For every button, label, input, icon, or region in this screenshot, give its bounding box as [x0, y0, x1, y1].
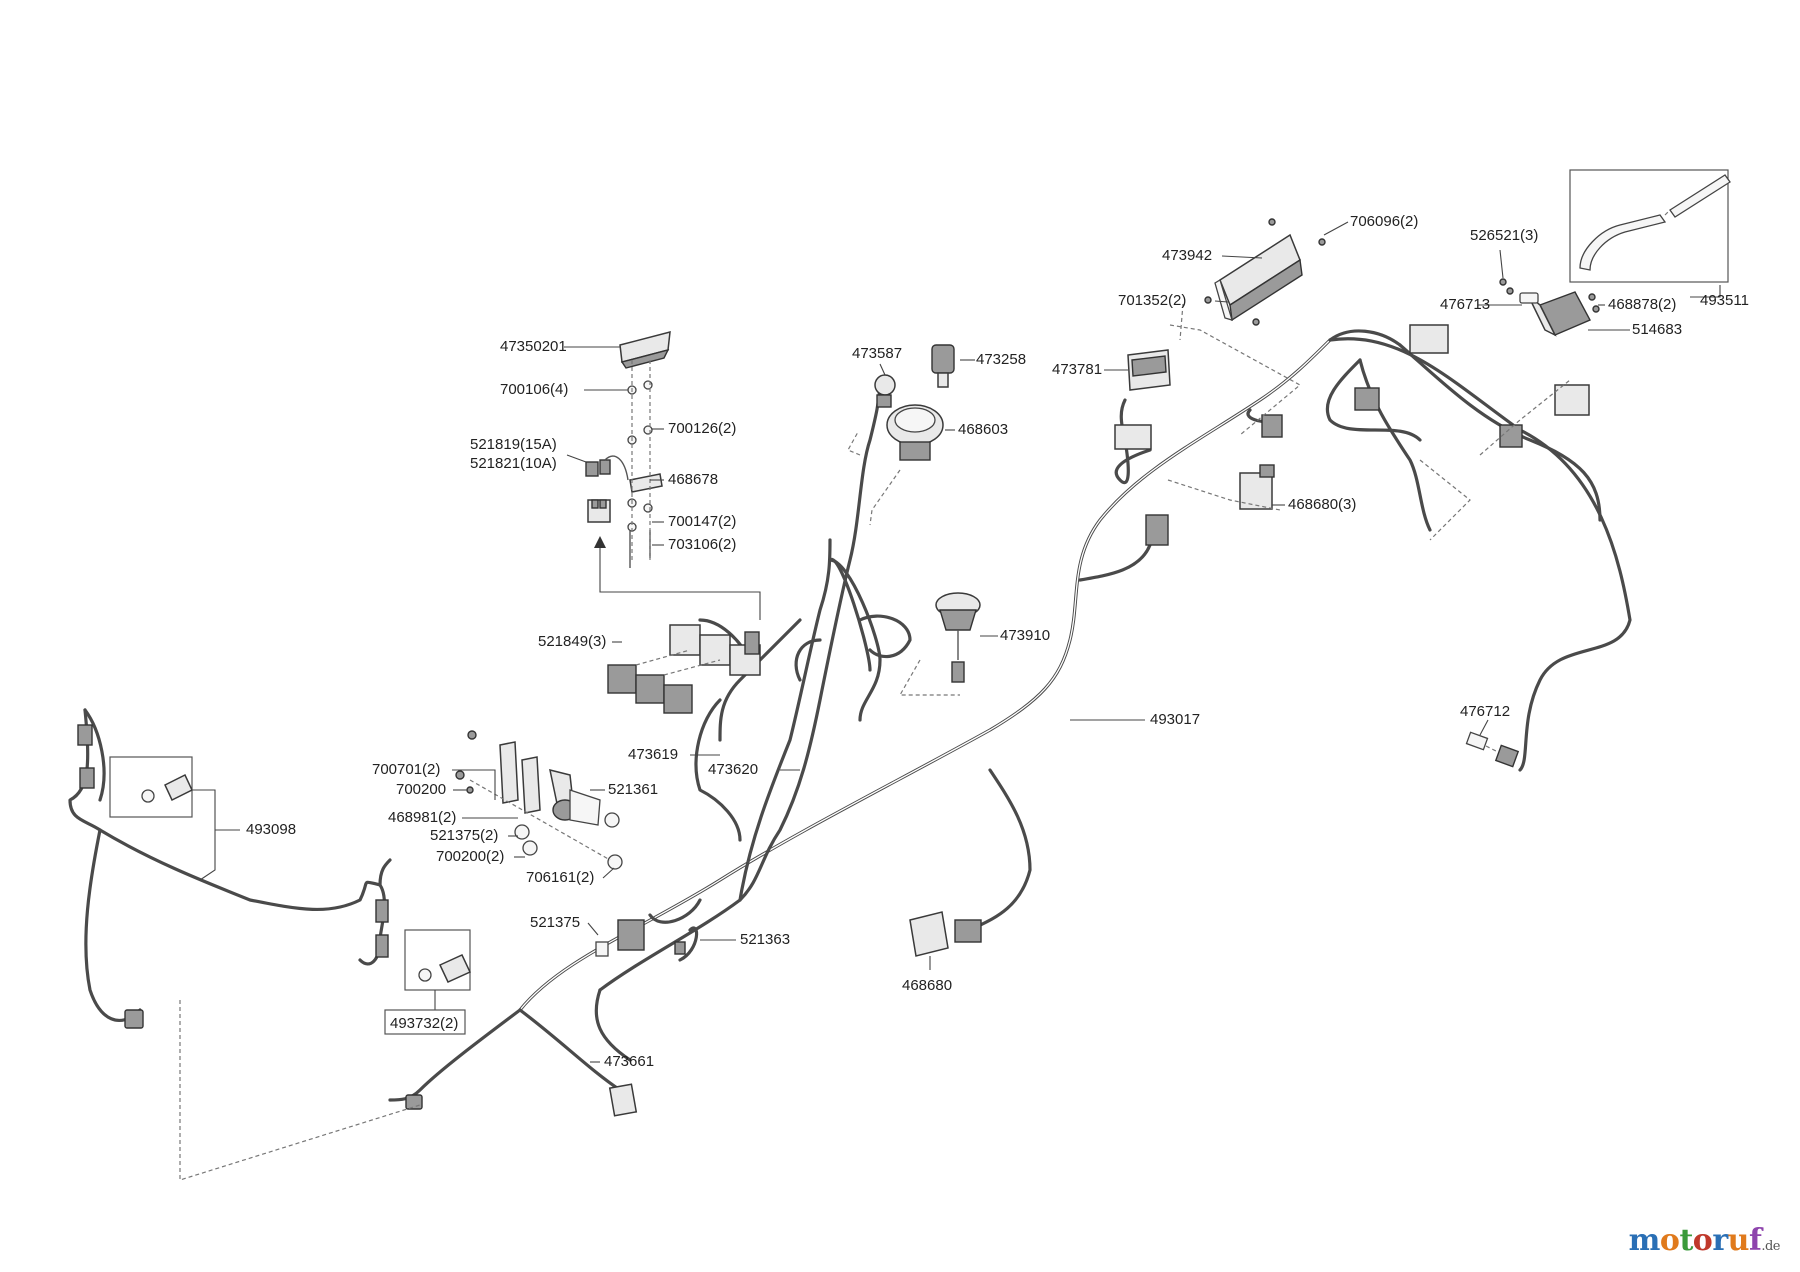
label-473620: 473620	[708, 761, 758, 778]
main-harness	[518, 329, 1632, 1012]
watermark-text: motoruf	[1629, 1223, 1762, 1258]
watermark-logo: motoruf.de	[1629, 1223, 1781, 1258]
part-labels: 706096(2) 473942 701352(2) 526521(3) 476…	[246, 213, 1749, 1070]
label-706096: 706096(2)	[1350, 213, 1418, 230]
label-473661: 473661	[604, 1053, 654, 1070]
label-521375: 521375	[530, 914, 580, 931]
label-514683: 514683	[1632, 321, 1682, 338]
watermark-letter: t	[1679, 1223, 1693, 1258]
label-521849: 521849(3)	[538, 633, 606, 650]
watermark-letter: r	[1712, 1223, 1728, 1258]
bracket-assembly-521361	[455, 730, 623, 870]
label-521375-2: 521375(2)	[430, 827, 498, 844]
relays-521849	[607, 624, 761, 714]
label-box-493732	[384, 1009, 466, 1035]
label-700200: 700200	[396, 781, 446, 798]
label-468678: 468678	[668, 471, 718, 488]
watermark-letter: u	[1727, 1223, 1750, 1258]
label-468680-3: 468680(3)	[1288, 496, 1356, 513]
watermark-letter: o	[1692, 1223, 1713, 1258]
label-521363: 521363	[740, 931, 790, 948]
label-493098: 493098	[246, 821, 296, 838]
left-connectors	[77, 724, 686, 1117]
label-476712: 476712	[1460, 703, 1510, 720]
label-700126: 700126(2)	[668, 420, 736, 437]
center-harness	[388, 378, 912, 1102]
fuse-holder-assembly	[585, 330, 671, 568]
label-468981: 468981(2)	[388, 809, 456, 826]
switch-468680-3	[1239, 464, 1275, 510]
label-468603: 468603	[958, 421, 1008, 438]
label-521819: 521819(15A)	[470, 436, 557, 453]
label-473910: 473910	[1000, 627, 1050, 644]
label-493732: 493732(2)	[390, 1015, 458, 1032]
left-harness	[68, 708, 392, 1022]
key-473258	[931, 344, 955, 388]
label-493511: 493511	[1700, 292, 1749, 309]
watermark-letter: o	[1659, 1223, 1680, 1258]
sensor-476712	[1465, 731, 1520, 768]
label-468878: 468878(2)	[1608, 296, 1676, 313]
dashed-links	[179, 303, 1571, 1181]
label-473619: 473619	[628, 746, 678, 763]
plug-473910	[935, 592, 981, 683]
ignition-468603	[886, 404, 944, 461]
label-468680: 468680	[902, 977, 952, 994]
switch-473781	[1114, 349, 1171, 546]
switch-473587	[874, 374, 896, 408]
label-701352: 701352(2)	[1118, 292, 1186, 309]
label-493017: 493017	[1150, 711, 1200, 728]
watermark-suffix: .de	[1761, 1239, 1780, 1254]
relay-arrow	[594, 536, 761, 620]
leader-lines	[192, 221, 1721, 1063]
switch-468680	[909, 911, 982, 957]
label-521821: 521821(10A)	[470, 455, 557, 472]
label-47350201: 47350201	[500, 338, 567, 355]
watermark-letter: m	[1628, 1223, 1661, 1258]
label-476713: 476713	[1440, 296, 1490, 313]
connectors-right	[1261, 324, 1590, 448]
label-473942: 473942	[1162, 247, 1212, 264]
watermark-letter: f	[1748, 1223, 1762, 1258]
label-703106: 703106(2)	[668, 536, 736, 553]
bracket-493511	[1579, 174, 1731, 271]
label-700701: 700701(2)	[372, 761, 440, 778]
regulator-514683	[1499, 278, 1600, 337]
label-526521: 526521(3)	[1470, 227, 1538, 244]
label-473781: 473781	[1052, 361, 1102, 378]
label-700200-2: 700200(2)	[436, 848, 504, 865]
label-706161: 706161(2)	[526, 869, 594, 886]
label-700147: 700147(2)	[668, 513, 736, 530]
label-473587: 473587	[852, 345, 902, 362]
detail-box-493511	[1569, 169, 1729, 283]
label-473258: 473258	[976, 351, 1026, 368]
label-700106: 700106(4)	[500, 381, 568, 398]
module-473942	[1204, 218, 1326, 326]
label-521361: 521361	[608, 781, 658, 798]
